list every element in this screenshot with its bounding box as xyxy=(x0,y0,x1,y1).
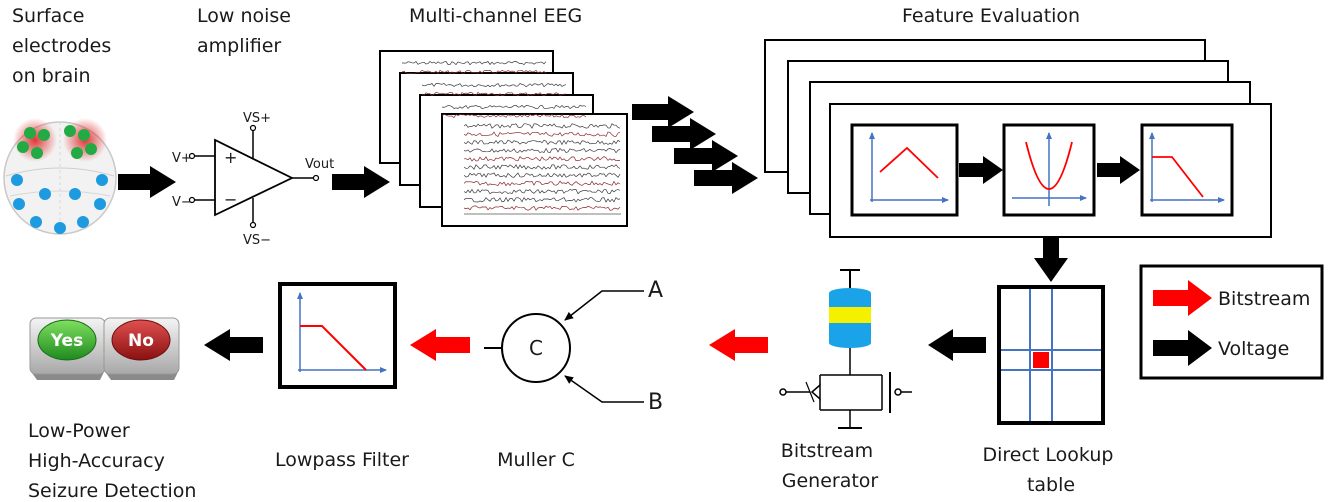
amp-plus-sign: + xyxy=(224,148,237,167)
eeg-trace xyxy=(421,82,567,88)
head-electrodes-icon xyxy=(3,118,117,235)
amp-minus-sign: − xyxy=(224,190,237,209)
arrow-lookup-to-generator xyxy=(928,329,986,361)
lowpass-filter-plot xyxy=(278,282,397,389)
legend-bitstream-label: Bitstream xyxy=(1218,288,1310,310)
feature-plot-triangle xyxy=(850,123,959,217)
eeg-trace xyxy=(463,123,621,129)
arrow-amplifier-to-eeg xyxy=(332,166,390,198)
amplifier-label: Low noise amplifier xyxy=(197,5,297,57)
amp-vsminus-label: VS− xyxy=(243,233,271,248)
amp-vplus-label: V+ xyxy=(172,151,192,166)
arrow-features-to-lookup xyxy=(1034,238,1068,282)
arrow-electrodes-to-amplifier xyxy=(118,166,176,198)
amp-vsplus-label: VS+ xyxy=(243,111,271,126)
eeg-trace xyxy=(463,164,621,170)
eeg-trace xyxy=(401,69,547,75)
lookup-table-label: Direct Lookup table xyxy=(983,444,1120,496)
seizure-detection-label: Low-Power High-Accuracy Seizure Detectio… xyxy=(28,420,196,502)
feature-plot-lowpass xyxy=(1140,123,1234,217)
eeg-trace xyxy=(463,172,621,178)
eeg-trace xyxy=(441,104,587,110)
eeg-trace xyxy=(441,113,587,119)
legend-bitstream-arrow xyxy=(1153,280,1212,316)
amp-vminus-label: V− xyxy=(172,195,192,210)
eeg-waveforms xyxy=(401,60,621,215)
eeg-plot-stack xyxy=(379,50,628,227)
eeg-trace xyxy=(463,180,621,187)
eeg-trace xyxy=(463,196,621,203)
arrow-muller-to-lowpass xyxy=(410,329,470,361)
lowpass-filter-label: Lowpass Filter xyxy=(275,449,409,471)
yes-button-label: Yes xyxy=(50,331,83,351)
eeg-trace xyxy=(463,205,621,211)
arrow-generator-to-muller xyxy=(709,329,768,361)
bitstream-generator-label: Bitstream Generator xyxy=(781,440,879,492)
no-button-label: No xyxy=(128,331,154,351)
muller-input-a: A xyxy=(648,278,663,303)
arrow-lowpass-to-decision xyxy=(204,329,263,361)
eeg-trace xyxy=(463,188,621,195)
no-button-icon xyxy=(103,317,180,380)
amplifier-symbol xyxy=(188,124,320,229)
eeg-trace xyxy=(402,60,547,66)
eeg-trace xyxy=(463,131,621,137)
feature-plot-parabola xyxy=(1002,123,1096,217)
eeg-trace xyxy=(463,139,621,146)
bitstream-generator-circuit xyxy=(779,269,912,429)
legend: Bitstream Voltage xyxy=(1139,264,1324,380)
yes-button-icon xyxy=(29,317,106,380)
eeg-label: Multi-channel EEG xyxy=(409,5,582,27)
lookup-table-grid xyxy=(997,285,1105,425)
feature-evaluation-label: Feature Evaluation xyxy=(902,5,1080,27)
surface-electrodes-label: Surface electrodes on brain xyxy=(12,5,117,87)
muller-c-symbol: C xyxy=(529,336,543,360)
legend-voltage-arrow xyxy=(1153,330,1212,366)
muller-input-b: B xyxy=(648,390,663,415)
eeg-trace xyxy=(463,156,621,162)
arrow-feature-2-to-3 xyxy=(1097,156,1140,184)
amp-vout-label: Vout xyxy=(305,157,334,172)
arrows-eeg-to-features xyxy=(632,96,758,194)
muller-c-gate xyxy=(484,290,644,403)
muller-c-label: Muller C xyxy=(497,449,575,471)
legend-voltage-label: Voltage xyxy=(1218,338,1289,360)
eeg-trace xyxy=(421,91,566,97)
arrow-feature-1-to-2 xyxy=(959,156,1003,184)
eeg-trace xyxy=(463,147,621,154)
